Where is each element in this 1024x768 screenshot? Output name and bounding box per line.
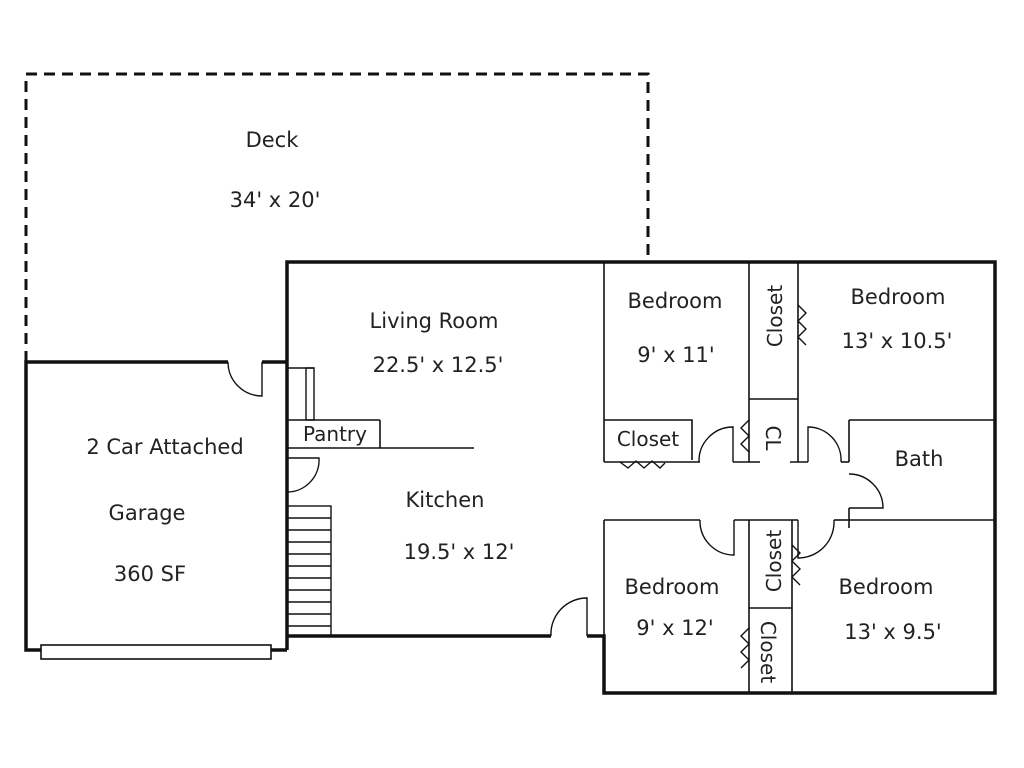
closet-top-label: Closet	[763, 285, 787, 347]
doors	[227, 361, 884, 637]
living-room-size: 22.5' x 12.5'	[373, 353, 504, 377]
deck-label: Deck	[246, 128, 300, 152]
interior-walls	[287, 262, 995, 693]
bedroom-nw-label: Bedroom	[628, 289, 723, 313]
kitchen-size: 19.5' x 12'	[404, 540, 515, 564]
bedroom-sw-size: 9' x 12'	[636, 616, 713, 640]
bedroom-ne-size: 13' x 10.5'	[842, 329, 953, 353]
bedroom-nw-size: 9' x 11'	[637, 343, 714, 367]
closet-bottom-label: Closet	[756, 621, 780, 683]
deck-size: 34' x 20'	[230, 188, 321, 212]
closet-bifold-doors	[740, 304, 807, 669]
closet-cl-label: CL	[761, 425, 785, 451]
garage-walls	[24, 360, 287, 660]
bedroom-sw-label: Bedroom	[625, 575, 720, 599]
closet-nw-box	[604, 419, 693, 469]
deck-outline	[24, 72, 650, 362]
garage-size: 360 SF	[114, 562, 186, 586]
closet-mid-label: Closet	[762, 530, 786, 592]
garage-label-line2: Garage	[109, 501, 186, 525]
bedroom-se-label: Bedroom	[839, 575, 934, 599]
bedroom-se-size: 13' x 9.5'	[844, 620, 941, 644]
garage-label-line1: 2 Car Attached	[86, 435, 243, 459]
bath-label: Bath	[895, 447, 944, 471]
garage-door	[40, 644, 272, 660]
kitchen-label: Kitchen	[406, 488, 485, 512]
stairs	[286, 505, 332, 637]
living-room-label: Living Room	[370, 309, 499, 333]
pantry-label: Pantry	[303, 422, 367, 446]
closet-nw-label: Closet	[617, 427, 679, 451]
bedroom-ne-label: Bedroom	[851, 285, 946, 309]
